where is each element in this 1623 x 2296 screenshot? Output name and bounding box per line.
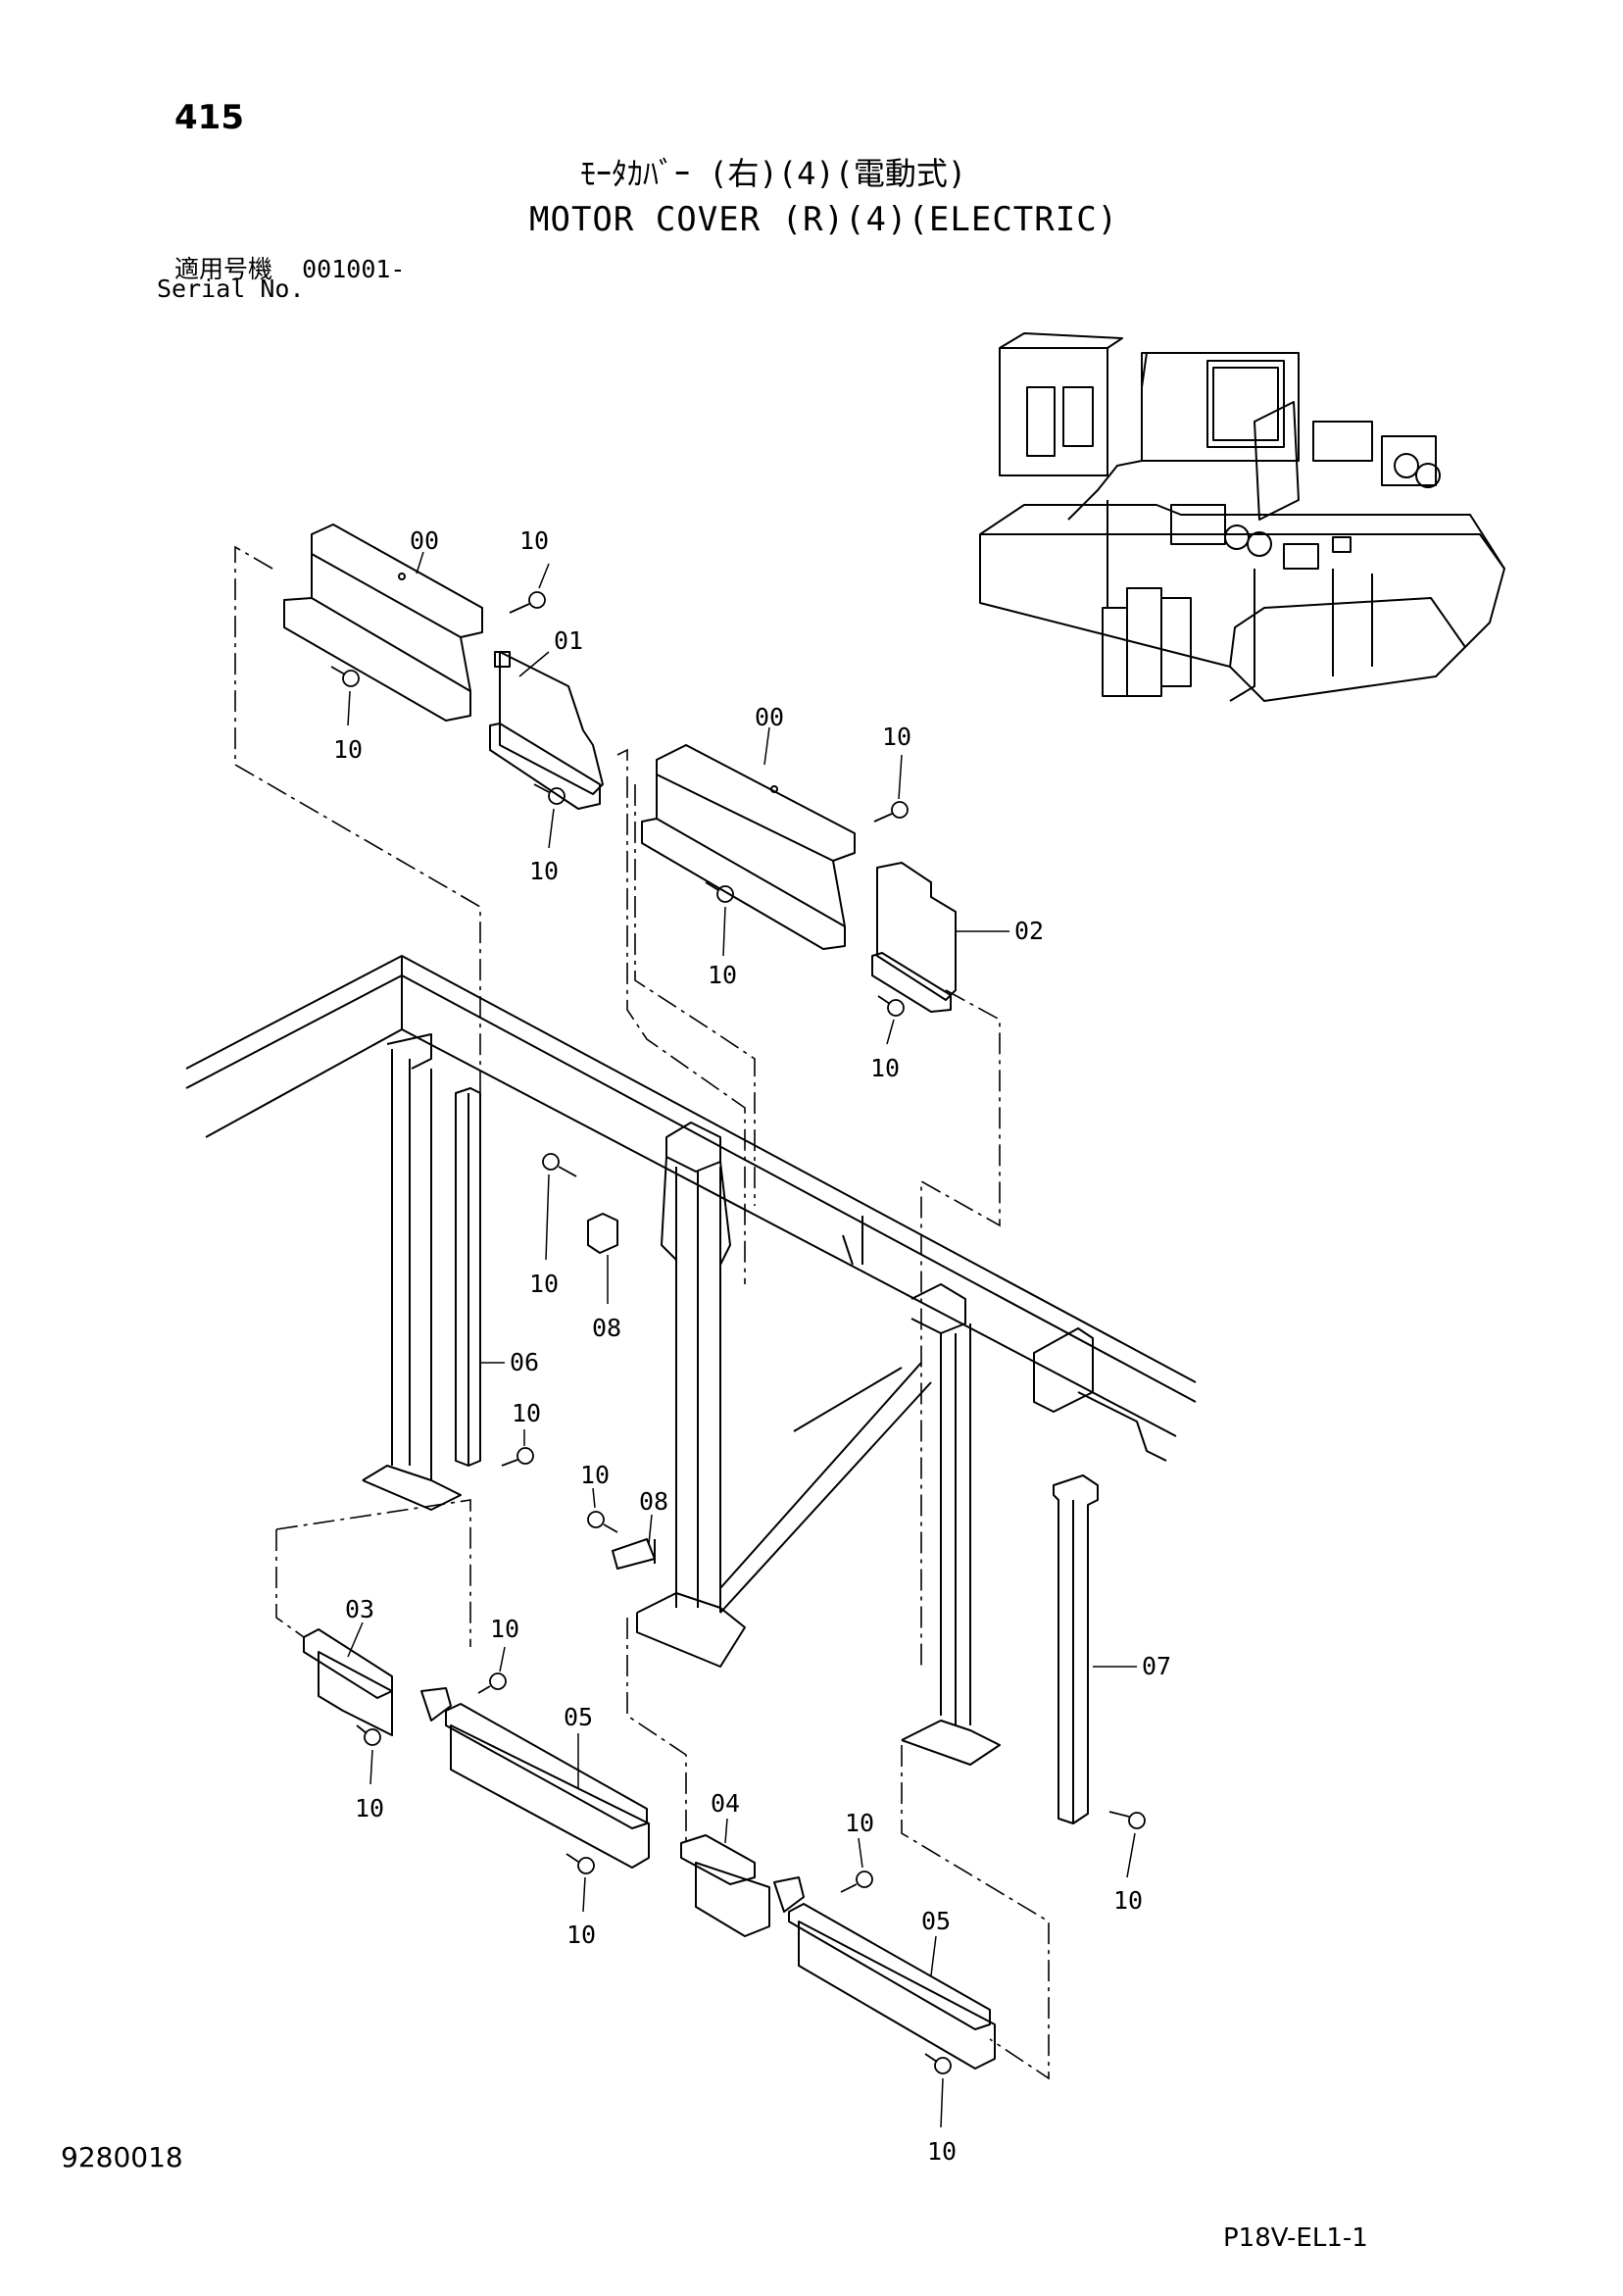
rail-06: [455, 1087, 481, 1467]
cover-05-left: [445, 1703, 650, 1869]
serial-label-jp: 適用号機: [174, 255, 273, 283]
serial-label-en: Serial No.: [157, 275, 305, 303]
callout-04: 04: [711, 1789, 740, 1818]
page-number: 415: [174, 98, 244, 137]
callout-10: 10: [1113, 1886, 1143, 1915]
callout-10: 10: [355, 1794, 384, 1822]
callout-01: 01: [554, 626, 583, 655]
cover-00-left: [283, 524, 483, 722]
callout-10: 10: [845, 1809, 874, 1837]
serial-applicability: 適用号機 001001-: [174, 250, 405, 285]
cover-05-right: [788, 1903, 996, 2070]
bolt-symbols: [330, 591, 1146, 2074]
serial-value: 001001-: [302, 255, 406, 283]
callout-05: 05: [564, 1703, 593, 1731]
callout-10: 10: [333, 735, 363, 764]
machine-overview-illustration: [979, 332, 1505, 702]
callout-10: 10: [882, 723, 911, 751]
callout-10: 10: [927, 2137, 957, 2166]
leader-lines: [347, 551, 1137, 2128]
cover-00-right: [641, 744, 856, 950]
callout-10: 10: [529, 1270, 559, 1298]
callout-05: 05: [921, 1907, 951, 1935]
callout-10: 10: [566, 1921, 596, 1949]
document-number: 9280018: [61, 2141, 183, 2173]
callout-03: 03: [345, 1595, 374, 1623]
callout-labels: 00 10 01 10 10 00 10 02 10 10 10 08 06 1…: [333, 526, 1171, 2166]
callout-08: 08: [592, 1314, 621, 1342]
callout-10: 10: [512, 1399, 541, 1427]
callout-02: 02: [1014, 917, 1044, 945]
clip-08-lower: [612, 1538, 656, 1570]
callout-00: 00: [410, 526, 439, 555]
callout-06: 06: [510, 1348, 539, 1376]
rail-07: [1053, 1474, 1099, 1824]
callout-10: 10: [708, 961, 737, 989]
callout-00: 00: [755, 703, 784, 731]
title-english: MOTOR COVER (R)(4)(ELECTRIC): [529, 200, 1119, 239]
cover-02: [871, 862, 957, 1013]
callout-07: 07: [1142, 1652, 1171, 1680]
callout-10: 10: [580, 1461, 610, 1489]
callout-08: 08: [639, 1487, 668, 1516]
title-japanese: ﾓｰﾀｶﾊﾞｰ (右)(4)(電動式): [580, 155, 967, 192]
clip-08-upper: [587, 1213, 618, 1254]
cover-04: [680, 1834, 805, 1937]
callout-10: 10: [519, 526, 549, 555]
cover-01: [489, 651, 604, 810]
cover-03: [303, 1628, 452, 1736]
support-frame: [185, 955, 1197, 1766]
callout-10: 10: [870, 1054, 900, 1082]
phantom-lines: [234, 545, 1050, 2080]
callout-10: 10: [490, 1615, 519, 1643]
callout-10: 10: [529, 857, 559, 885]
sheet-code: P18V-EL1-1: [1223, 2223, 1368, 2253]
